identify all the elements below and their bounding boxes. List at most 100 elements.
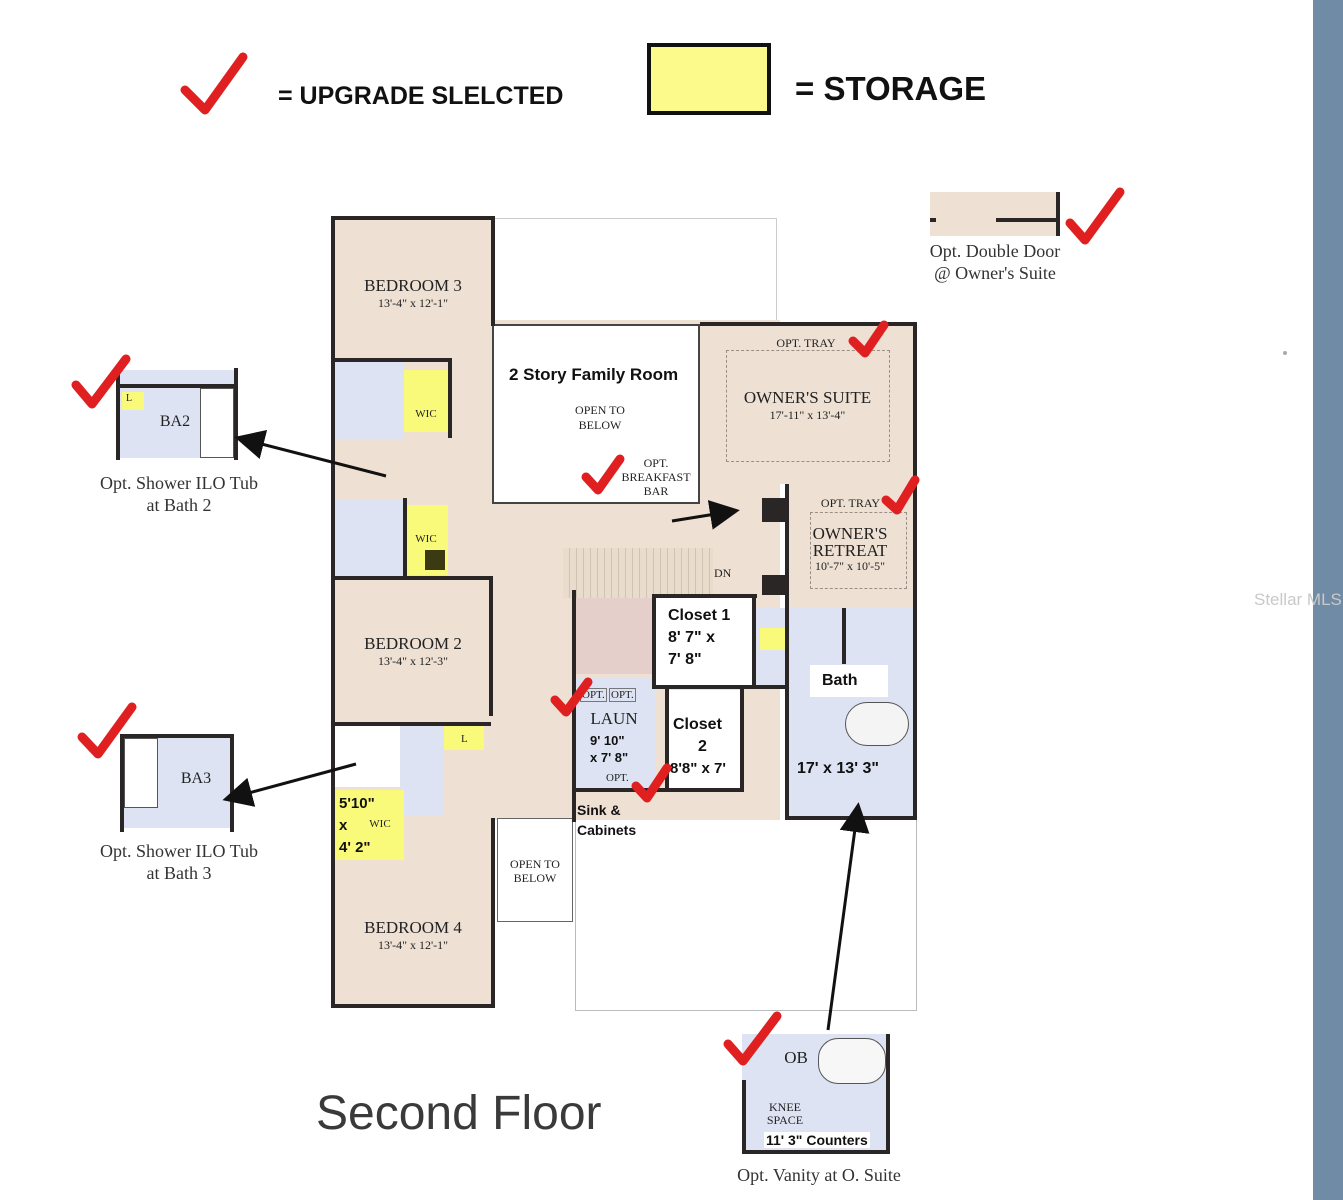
closet1-line2: 8' 7" x bbox=[668, 629, 715, 646]
check-icon-legend bbox=[180, 52, 248, 115]
wall bbox=[403, 498, 407, 578]
ba3-caption-2: at Bath 3 bbox=[146, 863, 212, 883]
laundry-name: LAUN bbox=[590, 709, 638, 728]
wall bbox=[752, 594, 756, 688]
ob-wall bbox=[886, 1034, 890, 1154]
double-door-wall bbox=[930, 218, 936, 222]
ba2-caption-1: Opt. Shower ILO Tub bbox=[99, 473, 259, 493]
stair-dn-label: DN bbox=[714, 566, 732, 580]
wall bbox=[665, 688, 669, 792]
ba2-caption-2: at Bath 2 bbox=[146, 495, 212, 515]
edge-dot bbox=[1283, 351, 1287, 355]
ba2-wall bbox=[234, 368, 238, 460]
laundry-opt2: OPT. bbox=[609, 688, 636, 702]
laundry-opt1: OPT. bbox=[580, 688, 607, 702]
wic-dims-line1: 5'10" bbox=[339, 795, 375, 812]
linen-storage-bottom bbox=[444, 726, 484, 750]
laundry-dims1: 9' 10" bbox=[590, 733, 625, 748]
ba3-label: BA3 bbox=[180, 770, 212, 787]
ob-label: OB bbox=[784, 1048, 808, 1067]
bathtub bbox=[845, 702, 909, 746]
wall bbox=[700, 322, 917, 326]
wall bbox=[572, 788, 742, 792]
double-door-wall bbox=[996, 218, 1060, 222]
wall bbox=[652, 594, 757, 598]
ob-wall bbox=[742, 1150, 890, 1154]
staircase bbox=[563, 548, 713, 598]
bedroom3-dims: 13'-4" x 12'-1" bbox=[377, 296, 449, 310]
bath-name: Bath bbox=[822, 672, 858, 689]
closet1-line3: 7' 8" bbox=[668, 651, 702, 668]
open-to-below-lower bbox=[497, 818, 573, 922]
wall bbox=[331, 576, 491, 580]
double-door-caption-1: Opt. Double Door bbox=[929, 241, 1061, 261]
owners-retreat-tray: OPT. TRAY bbox=[820, 496, 881, 510]
wic-top-label: WIC bbox=[415, 408, 437, 420]
double-door-inset bbox=[930, 192, 1060, 236]
wic-dims-line2: x bbox=[339, 817, 348, 834]
owners-retreat-name2: RETREAT bbox=[812, 541, 888, 560]
wic-bottom-storage bbox=[334, 790, 404, 860]
breakfast-line2: BREAKFAST bbox=[621, 470, 691, 484]
wic-mid-label: WIC bbox=[415, 533, 437, 545]
wall bbox=[652, 594, 656, 689]
closet2-line2: 2 bbox=[698, 738, 707, 755]
legend-upgrade-label: = UPGRADE SLELCTED bbox=[278, 82, 564, 110]
ba3-caption-1: Opt. Shower ILO Tub bbox=[99, 841, 259, 861]
laundry-opt3: OPT. bbox=[606, 772, 629, 784]
wall bbox=[491, 818, 495, 1008]
ob-wall bbox=[742, 1080, 746, 1154]
ob-knee-1: KNEE bbox=[769, 1100, 801, 1114]
bedroom4-dims: 13'-4" x 12'-1" bbox=[377, 938, 449, 952]
ba2-linen-label: L bbox=[126, 393, 133, 404]
wall bbox=[448, 358, 452, 438]
wall bbox=[331, 1004, 495, 1008]
family-room-name: 2 Story Family Room bbox=[509, 365, 679, 384]
owners-suite-name: OWNER'S SUITE bbox=[743, 388, 872, 407]
closet1-line1: Closet 1 bbox=[668, 607, 731, 624]
owners-retreat-name1: OWNER'S bbox=[812, 524, 888, 543]
closet2-line1: Closet bbox=[673, 716, 722, 733]
bath-dims: 17' x 13' 3" bbox=[797, 760, 879, 777]
bedroom2-dims: 13'-4" x 12'-3" bbox=[377, 654, 449, 668]
ba2-label: BA2 bbox=[159, 413, 191, 430]
wic-dims-line3: 4' 2" bbox=[339, 839, 371, 856]
ba3-wall bbox=[120, 734, 124, 832]
ob-knee-2: SPACE bbox=[766, 1113, 804, 1127]
wall bbox=[331, 358, 451, 362]
wall bbox=[785, 816, 917, 820]
bath-3 bbox=[400, 725, 443, 815]
bath-2b bbox=[333, 500, 403, 575]
open-below-line1: OPEN TO bbox=[510, 857, 560, 871]
upper-open-area bbox=[492, 218, 777, 325]
breakfast-line1: OPT. bbox=[643, 456, 669, 470]
closet2-line3: 8'8" x 7' bbox=[670, 760, 726, 777]
wall bbox=[331, 216, 335, 1008]
watermark: Stellar MLS bbox=[1254, 590, 1342, 609]
wall bbox=[331, 216, 495, 220]
ba3-shower bbox=[124, 738, 158, 808]
ba3-wall bbox=[230, 734, 234, 832]
wall bbox=[652, 685, 788, 689]
wall bbox=[740, 688, 744, 792]
floor-title: Second Floor bbox=[316, 1087, 602, 1140]
owners-suite-dims: 17'-11" x 13'-4" bbox=[769, 408, 846, 422]
laundry-dims2: x 7' 8" bbox=[590, 750, 629, 765]
family-open-line1: OPEN TO bbox=[575, 403, 625, 417]
ob-counters: 11' 3" Counters bbox=[764, 1132, 870, 1148]
bedroom3-name: BEDROOM 3 bbox=[364, 276, 462, 295]
wall bbox=[913, 322, 917, 820]
bath-label-box bbox=[810, 665, 888, 697]
sink-line1: Sink & bbox=[577, 802, 621, 818]
closet-2 bbox=[668, 690, 742, 790]
wic-bottom-label: WIC bbox=[369, 818, 391, 830]
legend-storage-swatch bbox=[647, 43, 771, 115]
wall-column bbox=[762, 575, 786, 595]
family-open-line2: BELOW bbox=[578, 418, 622, 432]
left-wing bbox=[333, 218, 493, 1008]
double-door-caption-2: @ Owner's Suite bbox=[934, 263, 1056, 283]
bath-2 bbox=[333, 360, 403, 440]
wall bbox=[489, 576, 493, 716]
linen-label: L bbox=[461, 733, 468, 745]
ba3-wall bbox=[120, 734, 234, 738]
